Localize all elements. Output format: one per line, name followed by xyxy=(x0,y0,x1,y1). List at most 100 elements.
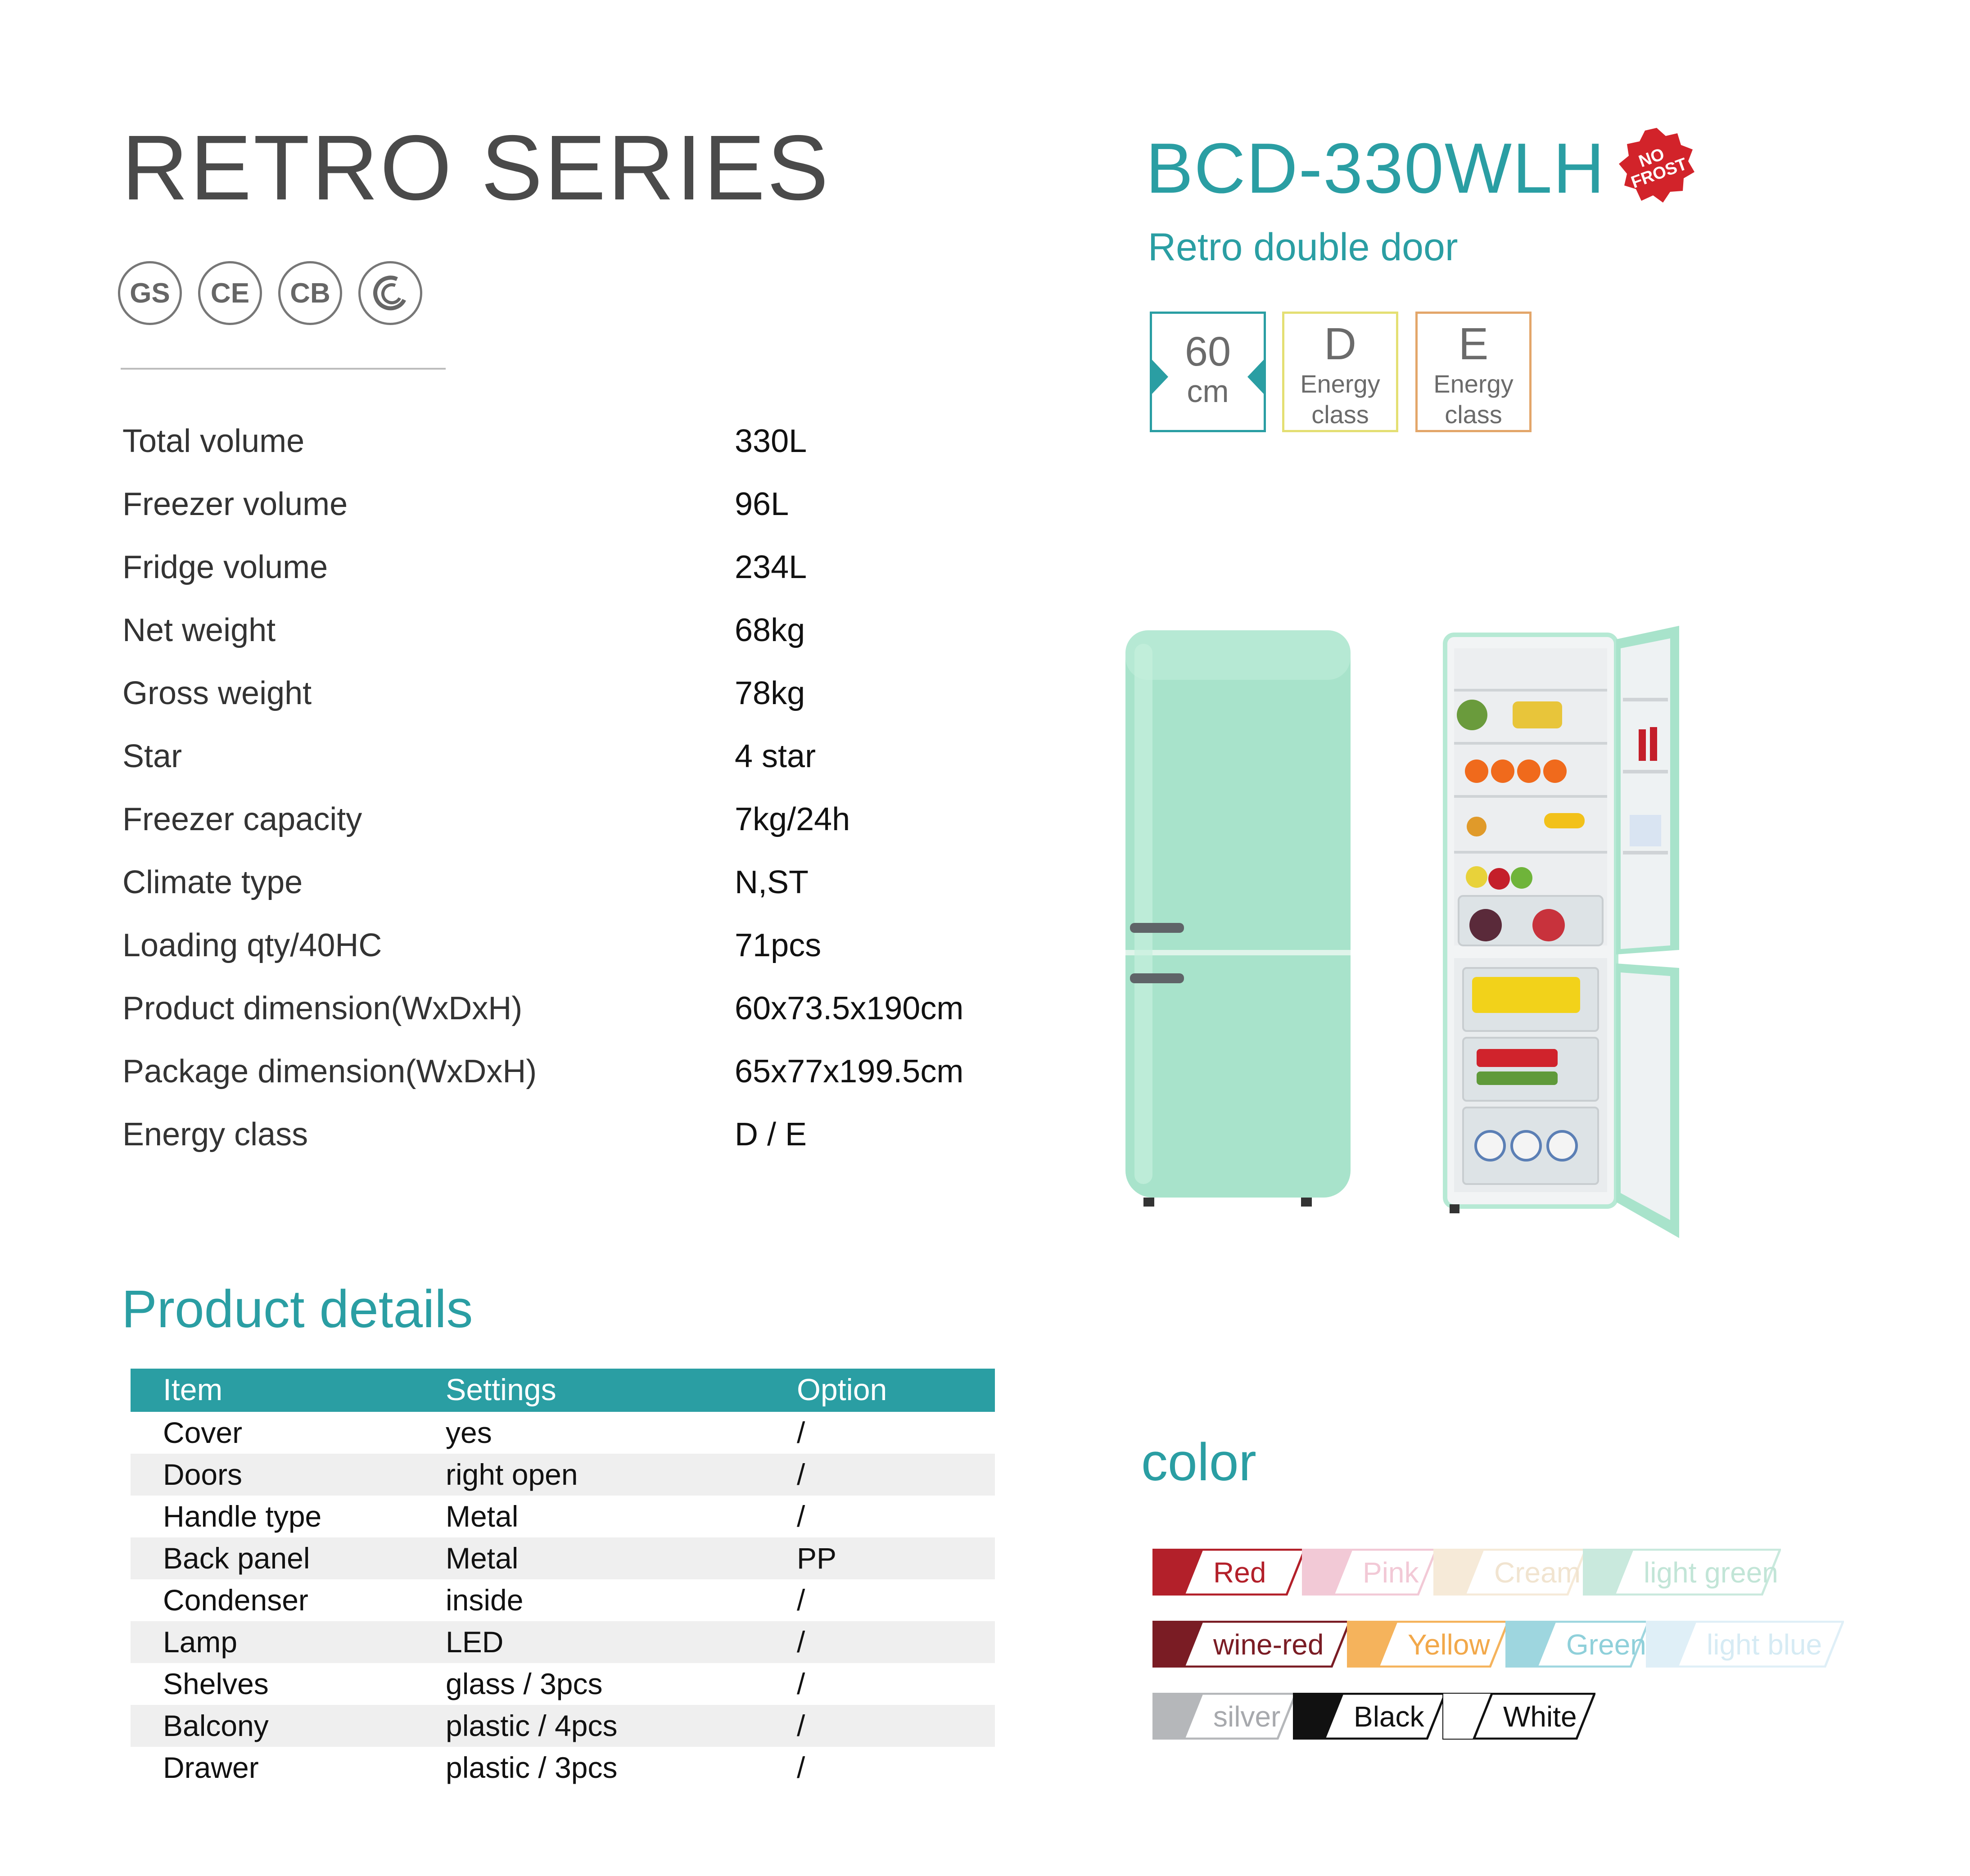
ce-mark-icon: CE xyxy=(198,261,262,325)
spec-key: Freezer capacity xyxy=(122,801,362,837)
spec-list: Total volume 330L Freezer volume 96L Fridg… xyxy=(122,423,1014,1180)
energy-label: Energy xyxy=(1433,370,1514,398)
spec-key: Net weight xyxy=(122,612,276,648)
cell-option: / xyxy=(797,1458,805,1491)
color-swatch-silver: silver xyxy=(1152,1693,1297,1740)
cell-settings: Metal xyxy=(446,1500,519,1533)
gs-mark-icon: GS xyxy=(118,261,182,325)
cell-settings: glass / 3pcs xyxy=(446,1667,603,1700)
spec-key: Freezer volume xyxy=(122,486,348,522)
spec-row: Total volume 330L xyxy=(122,423,1014,486)
color-label: Red xyxy=(1213,1556,1266,1589)
color-chip xyxy=(1442,1693,1493,1740)
spec-row: Star 4 star xyxy=(122,738,1014,801)
color-chip xyxy=(1583,1549,1632,1596)
closed-fridge-image xyxy=(1125,630,1351,1207)
product-details-title: Product details xyxy=(122,1279,473,1339)
color-swatch-cream: Cream xyxy=(1433,1549,1586,1596)
color-frame xyxy=(1323,1693,1446,1740)
color-chip xyxy=(1347,1621,1396,1668)
spec-value: D / E xyxy=(735,1117,807,1153)
cell-settings: yes xyxy=(446,1416,492,1449)
header-settings: Settings xyxy=(446,1373,556,1407)
cell-settings: Metal xyxy=(446,1541,519,1575)
color-swatch-black: Black xyxy=(1293,1693,1446,1740)
divider xyxy=(121,368,446,370)
cell-option: / xyxy=(797,1500,805,1533)
color-frame xyxy=(1377,1621,1509,1668)
color-chip xyxy=(1152,1693,1202,1740)
spec-value: 234L xyxy=(735,549,807,585)
open-fridge-image xyxy=(1443,626,1679,1238)
color-chip xyxy=(1152,1621,1202,1668)
cell-item: Condenser xyxy=(163,1583,308,1617)
spec-row: Net weight 68kg xyxy=(122,612,1014,675)
color-frame xyxy=(1676,1621,1844,1668)
crescent-mark-icon xyxy=(358,261,422,325)
spec-value: 68kg xyxy=(735,612,805,648)
color-frame xyxy=(1613,1549,1781,1596)
color-swatch-green: Green xyxy=(1505,1621,1649,1668)
table-row: Cover yes / xyxy=(131,1412,995,1454)
series-title: RETRO SERIES xyxy=(122,116,831,219)
color-frame xyxy=(1332,1549,1437,1596)
cell-settings: inside xyxy=(446,1583,524,1617)
spec-key: Product dimension(WxDxH) xyxy=(122,990,523,1026)
spec-value: 330L xyxy=(735,423,807,459)
cell-settings: plastic / 3pcs xyxy=(446,1751,618,1784)
spec-key: Star xyxy=(122,738,182,774)
width-unit: cm xyxy=(1187,374,1229,409)
model-subtitle: Retro double door xyxy=(1148,226,1458,269)
cell-option: / xyxy=(797,1709,805,1742)
spec-value: 60x73.5x190cm xyxy=(735,990,964,1026)
color-label: Green xyxy=(1566,1628,1646,1661)
table-header: Item Settings Option xyxy=(131,1369,995,1412)
color-chip xyxy=(1152,1549,1202,1596)
cell-item: Drawer xyxy=(163,1751,259,1784)
cell-item: Balcony xyxy=(163,1709,269,1742)
width-value: 60 xyxy=(1184,329,1231,375)
arrow-left-icon xyxy=(1247,359,1265,395)
color-swatch-wine-red: wine-red xyxy=(1152,1621,1351,1668)
cb-mark-icon: CB xyxy=(278,261,342,325)
cell-item: Cover xyxy=(163,1416,243,1449)
cell-settings: right open xyxy=(446,1458,578,1491)
no-frost-badge-icon: NO FROST xyxy=(1619,128,1694,203)
energy-label: class xyxy=(1445,400,1502,429)
spec-value: 4 star xyxy=(735,738,816,774)
spec-key: Package dimension(WxDxH) xyxy=(122,1053,537,1089)
color-label: light blue xyxy=(1707,1628,1822,1661)
cell-option: / xyxy=(797,1625,805,1659)
energy-class-badge-e: E Energy class xyxy=(1415,312,1532,432)
header-option: Option xyxy=(797,1373,887,1407)
cell-option: / xyxy=(797,1416,805,1449)
color-chip xyxy=(1293,1693,1342,1740)
spec-row: Product dimension(WxDxH) 60x73.5x190cm xyxy=(122,990,1014,1053)
color-frame xyxy=(1472,1693,1595,1740)
cell-option: / xyxy=(797,1667,805,1700)
color-swatch-red: Red xyxy=(1152,1549,1306,1596)
color-chip xyxy=(1646,1621,1695,1668)
color-label: Black xyxy=(1354,1700,1424,1733)
energy-letter: E xyxy=(1458,319,1489,369)
color-chip xyxy=(1302,1549,1351,1596)
spec-key: Energy class xyxy=(122,1117,308,1153)
color-label: silver xyxy=(1213,1700,1281,1733)
spec-value: 96L xyxy=(735,486,789,522)
cell-option: / xyxy=(797,1751,805,1784)
energy-class-badge-d: D Energy class xyxy=(1282,312,1398,432)
color-frame xyxy=(1182,1549,1306,1596)
spec-key: Total volume xyxy=(122,423,305,459)
width-badge: 60 cm xyxy=(1150,312,1266,432)
fridge-product-image xyxy=(1125,626,1679,1238)
